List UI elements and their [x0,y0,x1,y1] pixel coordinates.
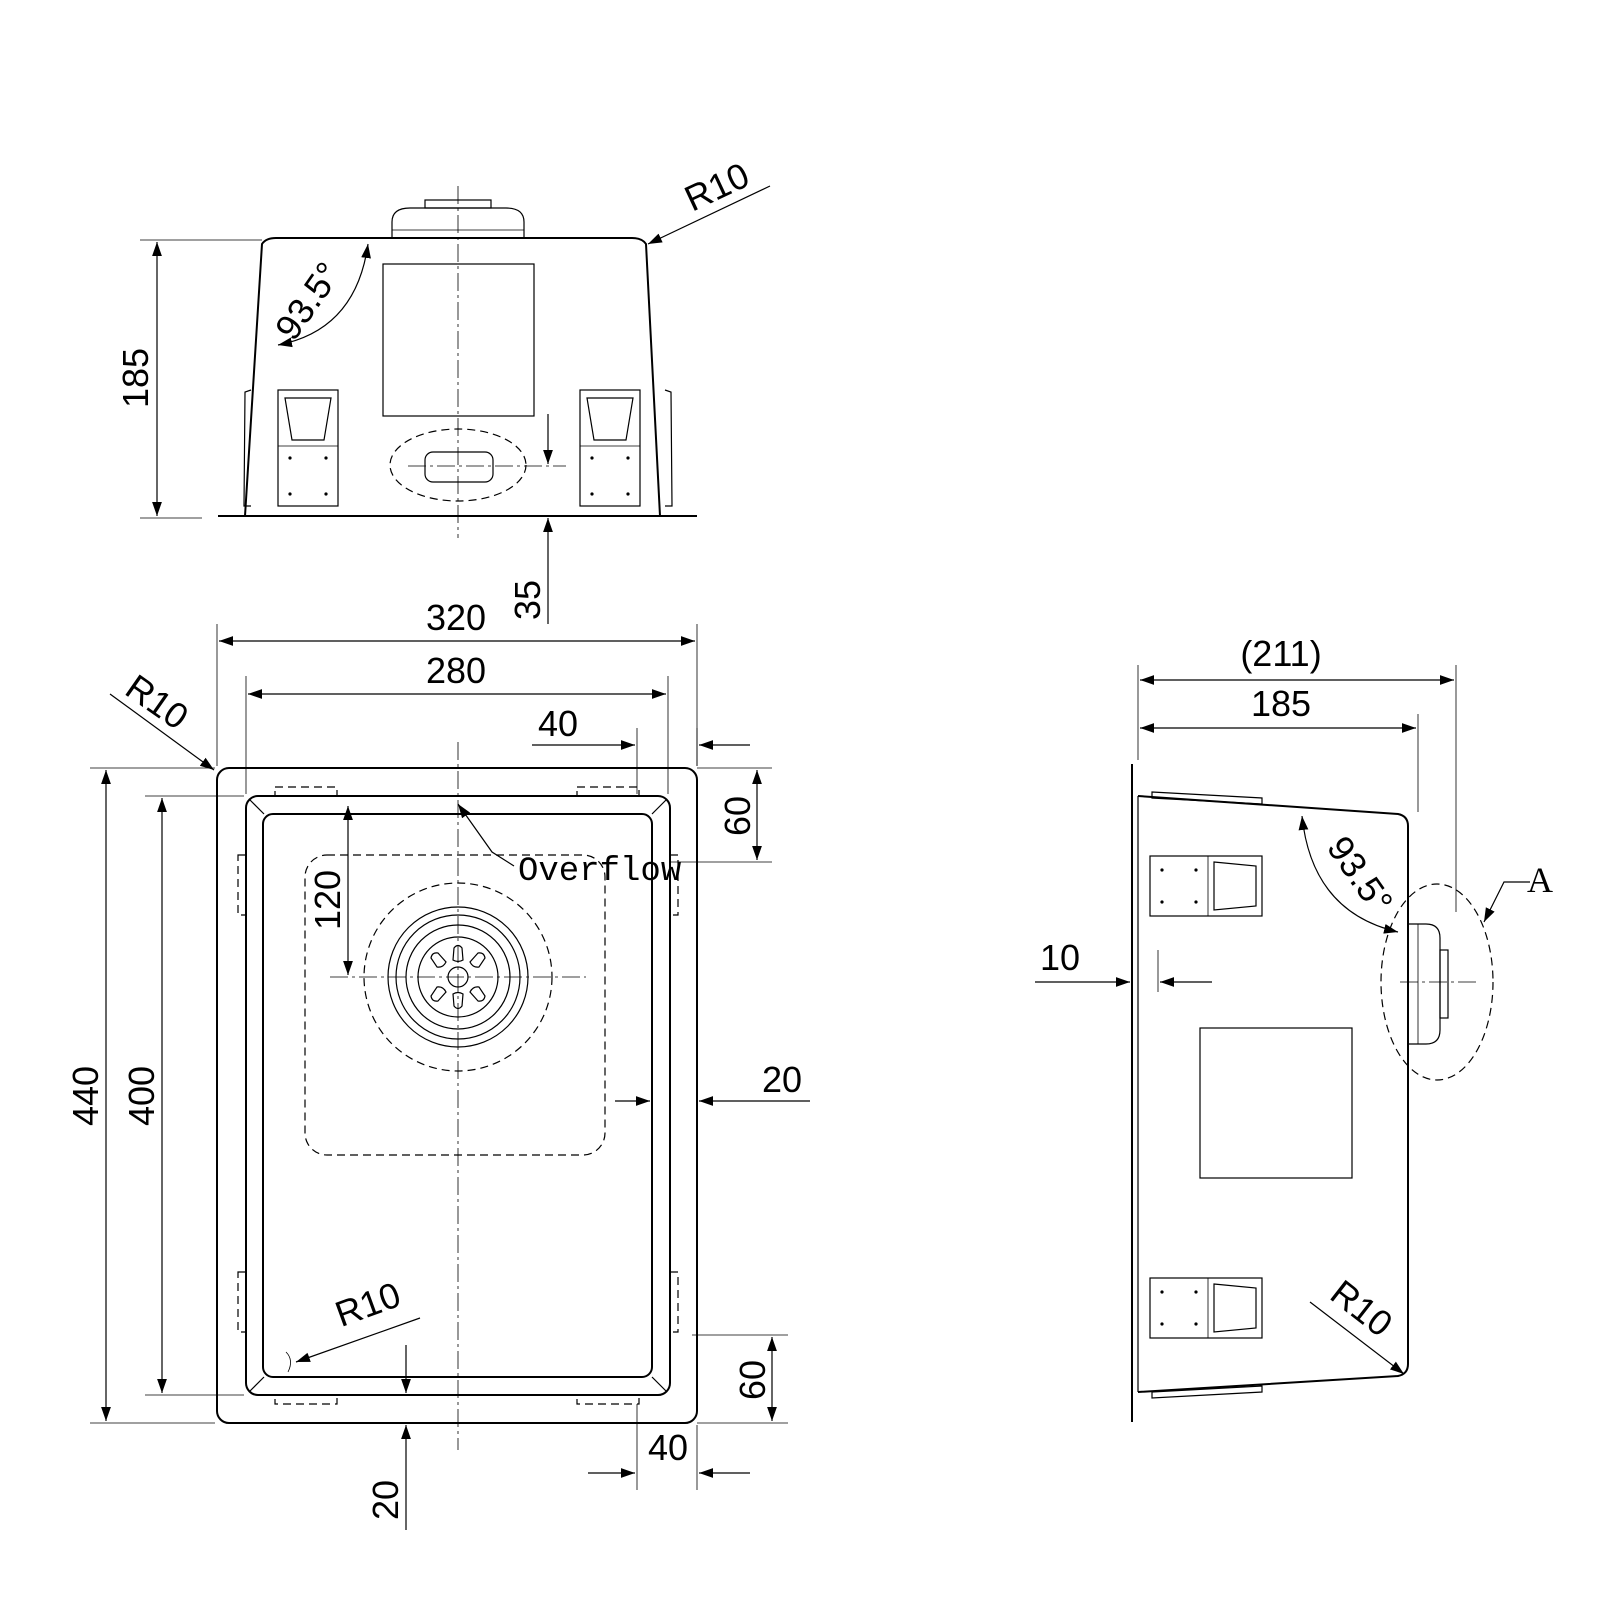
bottom-offset-label: 40 [648,1427,688,1468]
depth-dimension-label: 35 [507,580,548,620]
side-bottom-clip [1149,1277,1263,1339]
left-clip [243,389,339,507]
side-radius-label: R10 [1323,1272,1400,1345]
side-depth-label: 185 [1251,683,1311,724]
front-elevation-view: 185 35 93.5° R10 [115,154,771,624]
drain-offset-label: 120 [307,870,348,930]
angle-label: 93.5° [267,254,349,347]
bottom-clip-spacing-label: 60 [732,1360,773,1400]
plan-view: Overflow 320 280 40 60 R10 120 440 [65,597,810,1530]
height-dimension-label: 185 [115,348,156,408]
side-angle-label: 93.5° [1319,828,1401,921]
overall-width-label: 320 [426,597,486,638]
detail-a-label: A [1527,860,1553,900]
inner-length-label: 400 [121,1066,162,1126]
right-clip [579,389,673,507]
side-elevation-view: (211) 185 10 93.5° R10 A [1035,633,1553,1422]
overall-depth-label: (211) [1240,633,1321,674]
overflow-label: Overflow [518,853,682,891]
inner-radius-label: R10 [330,1274,406,1335]
outer-radius-label: R10 [118,666,196,737]
top-clip-spacing-label: 60 [717,796,758,836]
wall-offset-label: 10 [1040,937,1080,978]
inner-width-label: 280 [426,650,486,691]
corner-radius-label: R10 [678,154,755,219]
side-top-clip [1149,855,1263,917]
bottom-flange-label: 20 [365,1480,406,1520]
top-offset-label: 40 [538,703,578,744]
side-flange-label: 20 [762,1059,802,1100]
overall-length-label: 440 [65,1066,106,1126]
